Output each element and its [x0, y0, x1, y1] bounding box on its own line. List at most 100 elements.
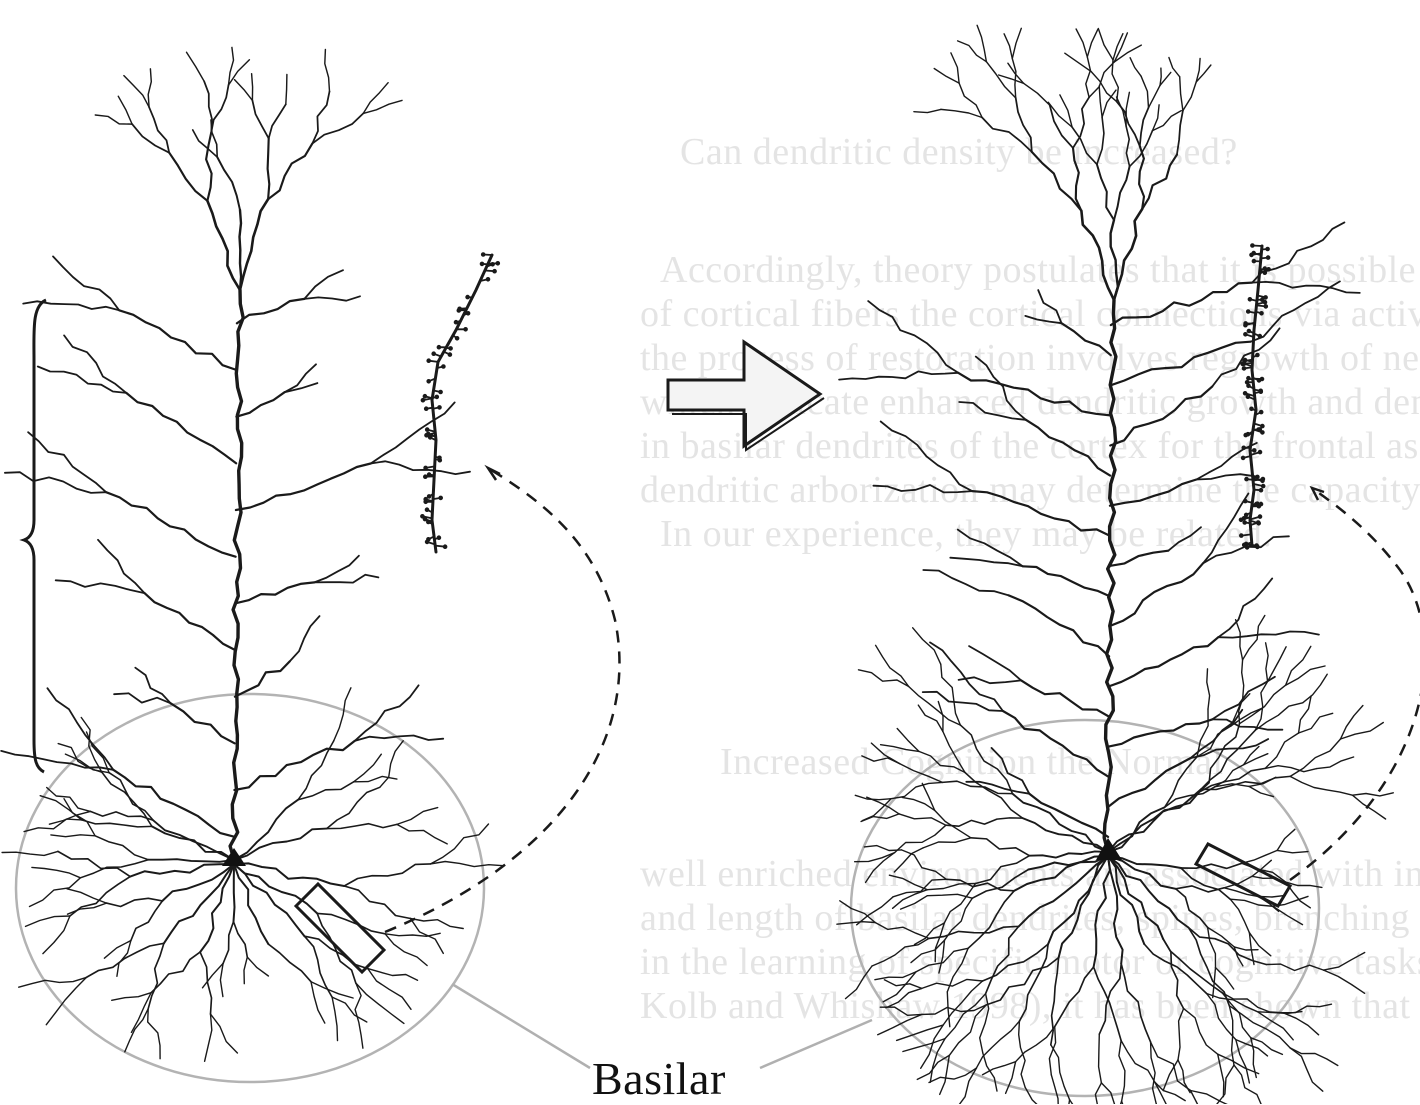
right-magnification-dashed-curve [1290, 488, 1420, 880]
basal-dendrite [32, 867, 81, 877]
apical-tuft-dendrite [132, 124, 169, 153]
spine-head [1244, 499, 1248, 503]
spine-head [1261, 479, 1265, 483]
basal-dendrite [148, 859, 234, 862]
spine-head [424, 497, 428, 501]
basal-dendrite [837, 922, 875, 925]
apical-tuft-dendrite [252, 74, 253, 101]
spine-head [1261, 484, 1265, 488]
spine-head [432, 352, 436, 356]
basal-dendrite [1277, 850, 1308, 852]
spine-head [423, 517, 427, 521]
basal-dendrite [893, 879, 946, 897]
basal-dendrite [43, 916, 70, 954]
spine-head [466, 312, 470, 316]
spine-head [464, 328, 468, 332]
basal-dendrite [864, 846, 901, 851]
oblique-dendrite [1110, 551, 1169, 566]
left-neuron [1, 47, 503, 1061]
spine-head [435, 395, 439, 399]
spine-head [1255, 544, 1259, 548]
basal-dendrite [125, 1009, 148, 1052]
basal-dendrite [1265, 733, 1298, 768]
basal-dendrite [344, 864, 430, 886]
basal-dendrite [940, 1055, 950, 1094]
oblique-dendrite [1023, 566, 1110, 596]
spine-head [427, 495, 431, 499]
basal-dendrite [1266, 964, 1323, 970]
apical-tuft-dendrite [934, 69, 959, 84]
basal-dendrite [380, 741, 403, 788]
spine-head [424, 466, 428, 470]
basal-dendrite [1144, 944, 1206, 994]
spine-head [423, 394, 427, 398]
spine-head [1239, 518, 1243, 522]
apical-tuft-dendrite [268, 144, 312, 200]
basal-dendrite [1208, 927, 1216, 967]
basal-dendrite [971, 838, 1030, 856]
spine-head [1244, 513, 1248, 517]
basal-dendrite [895, 825, 946, 852]
apical-tuft-dendrite [1130, 58, 1141, 76]
basal-dendrite [918, 705, 943, 731]
basal-dendrite [332, 997, 337, 1041]
spine-head [1244, 333, 1248, 337]
basal-dendrite [327, 787, 380, 828]
apical-tuft-dendrite [269, 104, 286, 138]
oblique-dendrite [1, 751, 113, 770]
oblique-dendrite [145, 593, 236, 650]
basal-dendrite [1243, 616, 1265, 660]
spine-head [493, 269, 497, 273]
basal-dendrite [986, 958, 1058, 1005]
basal-dendrite [234, 864, 235, 922]
apical-tuft-dendrite [206, 132, 212, 201]
spine-head [1259, 502, 1263, 506]
apical-tuft-dendrite [1126, 126, 1130, 166]
basal-dendrite [1234, 947, 1258, 950]
spine-head [448, 353, 452, 357]
spine-head [427, 359, 431, 363]
basal-dendrite [1092, 1083, 1102, 1104]
spine-head [1254, 502, 1258, 506]
basal-dendrite [901, 896, 928, 909]
oblique-dendrite [38, 367, 127, 393]
spine-head [442, 365, 446, 369]
oblique-dendrite [1009, 595, 1109, 656]
apical-tuft-dendrite [1140, 108, 1149, 146]
basal-dendrite [846, 966, 873, 999]
spine-head [1242, 543, 1246, 547]
left-dashed-arrowhead [488, 468, 500, 480]
oblique-dendrite [235, 661, 290, 696]
basal-dendrite [1099, 1034, 1102, 1083]
oblique-dendrite [1038, 290, 1061, 323]
apical-tuft-dendrite [1114, 166, 1130, 220]
right-neuron [837, 25, 1393, 1104]
oblique-dendrite [5, 472, 106, 493]
basal-dendrite [203, 963, 224, 987]
basal-dendrite [1231, 694, 1250, 726]
basal-dendrite [1236, 620, 1243, 660]
basal-dendrite [983, 1053, 997, 1091]
spine-head [1266, 256, 1270, 260]
oblique-dendrite [314, 556, 359, 583]
apical-tuft-dendrite [363, 100, 402, 113]
oblique-dendrite [1021, 680, 1109, 716]
basal-dendrite [923, 838, 971, 848]
spine-head [1253, 449, 1257, 453]
apical-tuft-dendrite [1012, 59, 1016, 98]
basal-dendrite [1099, 964, 1121, 1035]
basal-dendrite [109, 773, 153, 821]
apical-tuft-dendrite [1160, 68, 1161, 85]
basal-dendrite [1286, 666, 1325, 685]
left-basilar-region-ellipse [16, 694, 484, 1082]
basal-dendrite [298, 782, 354, 800]
basal-dendrite [1066, 1100, 1070, 1104]
basal-dendrite [1290, 739, 1340, 776]
spine-head [486, 278, 490, 282]
spine-head [1242, 367, 1246, 371]
oblique-dendrite [969, 646, 1021, 680]
spine-head [1245, 477, 1249, 481]
basal-dendrite [891, 782, 942, 798]
spine-head [457, 309, 461, 313]
spine-head [425, 540, 429, 544]
